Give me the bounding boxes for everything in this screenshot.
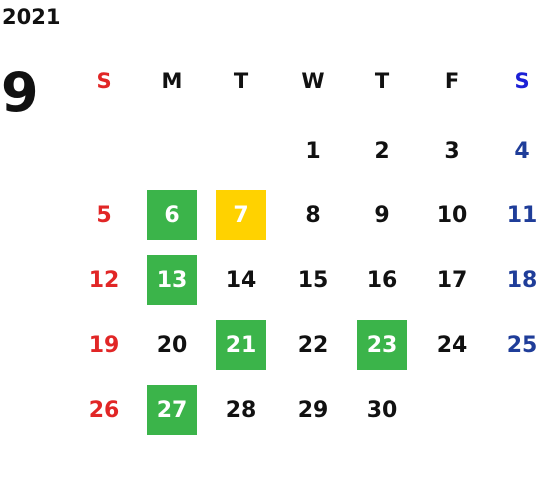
day-cell-12[interactable]: 12 [88,267,120,293]
day-cell-7[interactable]: 7 [216,190,266,240]
day-cell-3[interactable]: 3 [444,138,460,164]
day-cell-23[interactable]: 23 [357,320,407,370]
day-cell-10[interactable]: 10 [436,202,468,228]
day-cell-19[interactable]: 19 [88,332,120,358]
day-cell-30[interactable]: 30 [366,397,398,423]
day-cell-11[interactable]: 11 [506,202,538,228]
weekday-header: S [514,69,530,93]
day-cell-26[interactable]: 26 [88,397,120,423]
day-cell-14[interactable]: 14 [225,267,257,293]
day-cell-17[interactable]: 17 [436,267,468,293]
day-cell-27[interactable]: 27 [147,385,197,435]
day-cell-16[interactable]: 16 [366,267,398,293]
weekday-header: T [374,69,390,93]
day-cell-24[interactable]: 24 [436,332,468,358]
year-label: 2021 [2,5,61,29]
day-cell-8[interactable]: 8 [305,202,321,228]
weekday-header: W [301,69,325,93]
day-cell-20[interactable]: 20 [156,332,188,358]
weekday-header: T [233,69,249,93]
day-cell-5[interactable]: 5 [96,202,112,228]
day-cell-6[interactable]: 6 [147,190,197,240]
day-cell-29[interactable]: 29 [297,397,329,423]
day-cell-21[interactable]: 21 [216,320,266,370]
day-cell-25[interactable]: 25 [506,332,538,358]
day-cell-28[interactable]: 28 [225,397,257,423]
month-number: 9 [1,61,39,124]
day-cell-15[interactable]: 15 [297,267,329,293]
day-cell-18[interactable]: 18 [506,267,538,293]
weekday-header: S [96,69,112,93]
day-cell-2[interactable]: 2 [374,138,390,164]
weekday-header: M [161,69,183,93]
day-cell-13[interactable]: 13 [147,255,197,305]
day-cell-9[interactable]: 9 [374,202,390,228]
day-cell-4[interactable]: 4 [514,138,530,164]
day-cell-22[interactable]: 22 [297,332,329,358]
weekday-header: F [444,69,460,93]
day-cell-1[interactable]: 1 [305,138,321,164]
